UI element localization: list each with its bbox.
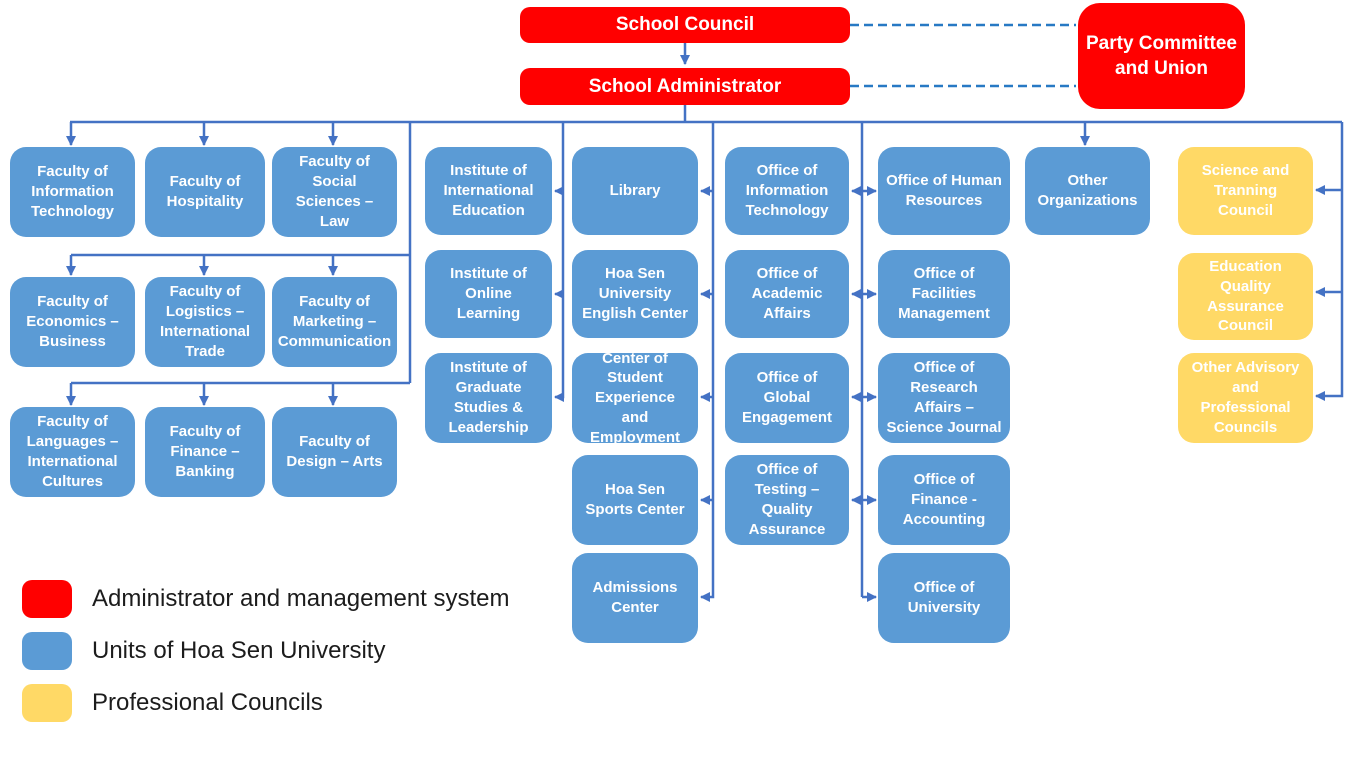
node-institute-graduate-studies: Institute of Graduate Studies & Leadersh… [425,353,552,443]
node-sports-center: Hoa Sen Sports Center [572,455,698,545]
legend-item-units: Units of Hoa Sen University [0,632,560,670]
node-office-research-affairs: Office of Research Affairs – Science Jou… [878,353,1010,443]
node-faculty-social-sciences-law: Faculty of Social Sciences – Law [272,147,397,237]
node-science-training-council: Science and Tranning Council [1178,147,1313,235]
legend: Administrator and management system Unit… [0,580,560,736]
node-institute-international-education: Institute of International Education [425,147,552,235]
red-swatch [22,580,72,618]
node-office-finance-accounting: Office of Finance - Accounting [878,455,1010,545]
node-office-testing-quality-assurance: Office of Testing – Quality Assurance [725,455,849,545]
node-admissions-center: Admissions Center [572,553,698,643]
node-education-quality-assurance-council: Education Quality Assurance Council [1178,253,1313,340]
node-school-council: School Council [520,7,850,43]
node-faculty-economics-business: Faculty of Economics – Business [10,277,135,367]
legend-label: Units of Hoa Sen University [92,637,386,664]
node-office-facilities-management: Office of Facilities Management [878,250,1010,338]
node-office-information-technology: Office of Information Technology [725,147,849,235]
node-student-experience-center: Center of Student Experience and Employm… [572,350,698,446]
node-faculty-finance-banking: Faculty of Finance – Banking [145,407,265,497]
node-faculty-languages-international-cultures: Faculty of Languages – International Cul… [10,407,135,497]
node-faculty-design-arts: Faculty of Design – Arts [272,407,397,497]
node-faculty-logistics-international-trade: Faculty of Logistics – International Tra… [145,277,265,367]
node-faculty-information-technology: Faculty of Information Technology [10,147,135,237]
node-other-organizations: Other Organizations [1025,147,1150,235]
node-school-administrator: School Administrator [520,68,850,105]
yellow-swatch [22,684,72,722]
legend-label: Professional Councils [92,689,323,716]
node-office-global-engagement: Office of Global Engagement [725,353,849,443]
node-faculty-hospitality: Faculty of Hospitality [145,147,265,237]
blue-swatch [22,632,72,670]
node-other-advisory-professional-councils: Other Advisory and Professional Councils [1178,353,1313,443]
node-office-human-resources: Office of Human Resources [878,147,1010,235]
node-institute-online-learning: Institute of Online Learning [425,250,552,338]
node-party-committee-union: Party Committee and Union [1078,3,1245,109]
node-faculty-marketing-communication: Faculty of Marketing – Communication [272,277,397,367]
node-english-center: Hoa Sen University English Center [572,250,698,338]
node-office-university: Office of University [878,553,1010,643]
legend-label: Administrator and management system [92,585,510,612]
node-office-academic-affairs: Office of Academic Affairs [725,250,849,338]
node-library: Library [572,147,698,235]
legend-item-councils: Professional Councils [0,684,560,722]
legend-item-administration: Administrator and management system [0,580,560,618]
